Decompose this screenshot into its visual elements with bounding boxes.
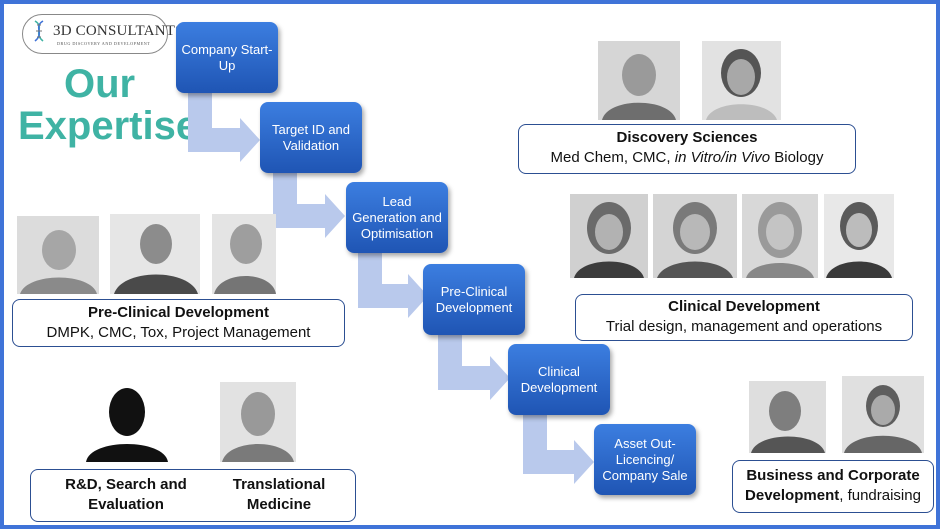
step-company-start-up: Company Start-Up	[176, 22, 278, 93]
silhouette-placeholder	[84, 382, 170, 462]
portrait-photo	[17, 216, 99, 294]
clinical-development-box: Clinical Development Trial design, manag…	[575, 294, 913, 341]
portrait-photo	[749, 381, 826, 453]
person-silhouette-icon	[86, 388, 168, 462]
translational-title-a: Translational	[232, 476, 326, 493]
dna-logo-icon	[34, 20, 44, 42]
business-title-b: Development	[745, 487, 840, 504]
arrow-4	[438, 334, 510, 400]
business-development-box: Business and Corporate Development, fund…	[732, 460, 934, 513]
discovery-desc: Med Chem, CMC, in Vitro/in Vivo Biology	[551, 149, 824, 166]
pre-clinical-title: Pre-Clinical Development	[88, 304, 269, 321]
step-pre-clinical: Pre-Clinical Development	[423, 264, 525, 335]
rd-translational-box: R&D, Search and Evaluation Translational…	[30, 469, 356, 522]
clinical-desc: Trial design, management and operations	[605, 318, 883, 335]
portrait-photo	[220, 382, 296, 462]
logo-subtitle: DRUG DISCOVERY AND DEVELOPMENT	[57, 41, 151, 46]
discovery-desc-italic: in Vitro/in Vivo	[674, 149, 771, 166]
translational-block: Translational Medicine	[209, 475, 349, 515]
translational-title-b: Medicine	[246, 496, 312, 513]
pre-clinical-desc: DMPK, CMC, Tox, Project Management	[46, 324, 311, 341]
portrait-photo	[570, 194, 648, 278]
arrow-2	[273, 172, 345, 238]
rd-block: R&D, Search and Evaluation	[35, 475, 217, 515]
discovery-desc-suffix: Biology	[770, 149, 824, 166]
portrait-photo	[653, 194, 737, 278]
discovery-sciences-box: Discovery Sciences Med Chem, CMC, in Vit…	[518, 124, 856, 174]
step-asset-out-licencing: Asset Out-Licencing/ Company Sale	[594, 424, 696, 495]
step-lead-generation: Lead Generation and Optimisation	[346, 182, 448, 253]
clinical-title: Clinical Development	[668, 298, 820, 315]
company-logo: 3D CONSULTANTS DRUG DISCOVERY AND DEVELO…	[22, 14, 183, 54]
rd-title-a: R&D, Search and	[65, 476, 187, 493]
heading-line-2: Expertise	[18, 104, 199, 148]
portrait-photo	[110, 214, 200, 294]
heading-line-1: Our	[64, 62, 136, 106]
business-title-a: Business and Corporate	[746, 467, 920, 484]
portrait-photo	[842, 376, 924, 453]
portrait-photo	[212, 214, 276, 294]
portrait-photo	[824, 194, 894, 278]
arrow-3	[358, 252, 428, 318]
discovery-title: Discovery Sciences	[616, 129, 758, 146]
arrow-1	[188, 90, 260, 162]
pre-clinical-box: Pre-Clinical Development DMPK, CMC, Tox,…	[12, 299, 345, 347]
rd-title-b: Evaluation	[88, 496, 164, 513]
business-suffix: , fundraising	[839, 487, 921, 504]
portrait-photo	[598, 41, 680, 120]
discovery-desc-text: Med Chem, CMC,	[550, 149, 675, 166]
business-line-2: Development, fundraising	[745, 487, 921, 504]
step-clinical: Clinical Development	[508, 344, 610, 415]
process-arrows	[188, 90, 594, 484]
portrait-photo	[702, 41, 781, 120]
step-target-id: Target ID and Validation	[260, 102, 362, 173]
portrait-photo	[742, 194, 818, 278]
arrow-5	[523, 414, 594, 484]
logo-name: 3D CONSULTANTS	[53, 23, 184, 39]
